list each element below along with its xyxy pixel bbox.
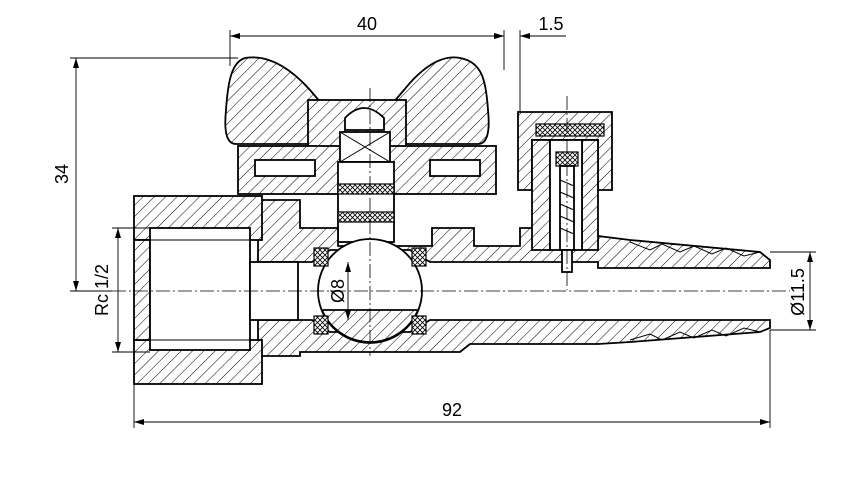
handle-slot-right: [429, 159, 481, 177]
dimension-40: 40: [229, 14, 505, 70]
dimension-92: 92: [133, 330, 771, 428]
handle-screw-head: [344, 107, 385, 131]
stem-o-ring-upper: [337, 183, 395, 195]
cap-wall-right: [581, 139, 599, 251]
ball-seat-top-right: [411, 247, 427, 267]
dimension-34: 34: [52, 57, 238, 292]
valve-body: [133, 195, 771, 385]
dim-bore-label: Ø8: [328, 279, 348, 303]
dimension-thread: Rc 1/2: [92, 227, 150, 353]
dimension-bore: Ø8: [328, 262, 351, 320]
ball-seat-top-left: [313, 247, 329, 267]
cap-wall-left: [531, 139, 551, 251]
cap-gasket: [535, 123, 605, 137]
center-lines: [112, 88, 790, 356]
handle-right-wing: [391, 56, 490, 145]
stem-body: [337, 161, 395, 243]
dim-length-label: 92: [442, 400, 462, 420]
handle-slot-left: [254, 159, 316, 177]
ball-seat-bottom-left: [313, 315, 329, 335]
handle-left-wing: [224, 56, 323, 145]
stem-o-ring-lower: [337, 211, 395, 223]
dim-width-label: 40: [357, 14, 377, 34]
dimension-hose-tail: Ø11.5: [770, 251, 816, 331]
dim-hose-label: Ø11.5: [788, 268, 808, 316]
check-valve-cap: [517, 111, 613, 273]
dim-gap-label: 1.5: [538, 14, 563, 34]
dimension-1-5: 1.5: [486, 14, 566, 112]
socket-bore: [149, 227, 251, 351]
dim-thread-label: Rc 1/2: [92, 264, 112, 316]
dim-height-label: 34: [52, 164, 72, 184]
ball-seat-bottom-right: [411, 315, 427, 335]
body-socket-face: [133, 239, 151, 341]
